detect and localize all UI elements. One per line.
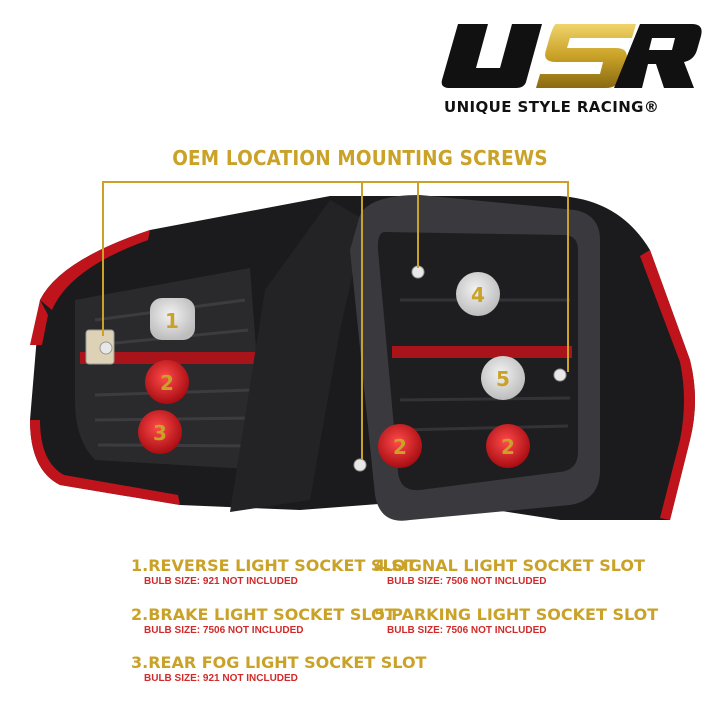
legend-label: 4.SIGNAL LIGHT SOCKET SLOT — [374, 556, 645, 575]
legend-label: 5.PARKING LIGHT SOCKET SLOT — [374, 605, 659, 624]
legend-item-1: 1.REVERSE LIGHT SOCKET SLOT BULB SIZE: 9… — [131, 556, 417, 587]
legend-label: 3.REAR FOG LIGHT SOCKET SLOT — [131, 653, 427, 672]
mounting-screws — [85, 265, 567, 472]
slot-number-2-center: 2 — [393, 435, 407, 459]
slot-number-2-right: 2 — [501, 435, 515, 459]
socket-slot-2-center: 2 — [378, 424, 422, 468]
lens-strip-bottom — [30, 420, 180, 505]
socket-slot-4: 4 — [456, 272, 500, 316]
callout-lines — [102, 181, 569, 460]
lens-strip-right — [640, 250, 695, 520]
callout-title: OEM LOCATION MOUNTING SCREWS — [172, 146, 548, 170]
slot-number-3: 3 — [153, 421, 167, 445]
legend-label: 1.REVERSE LIGHT SOCKET SLOT — [131, 556, 417, 575]
socket-slot-3: 3 — [138, 410, 182, 454]
legend-bulb-size: BULB SIZE: 7506 NOT INCLUDED — [144, 625, 304, 636]
screw-bottom — [353, 458, 367, 472]
legend-bulb-size: BULB SIZE: 921 NOT INCLUDED — [144, 673, 298, 684]
usr-logo-mark — [441, 24, 702, 88]
lens-strip-left — [40, 230, 150, 310]
slot-number-1: 1 — [165, 309, 179, 333]
socket-slot-2-left: 2 — [145, 360, 189, 404]
legend-item-2: 2.BRAKE LIGHT SOCKET SLOT BULB SIZE: 750… — [131, 605, 396, 636]
legend-bulb-size: BULB SIZE: 7506 NOT INCLUDED — [387, 576, 547, 587]
socket-slot-5: 5 — [481, 356, 525, 400]
slot-number-4: 4 — [471, 283, 485, 307]
legend-item-5: 5.PARKING LIGHT SOCKET SLOT BULB SIZE: 7… — [374, 605, 658, 636]
slot-number-5: 5 — [496, 367, 510, 391]
socket-slot-1: 1 — [150, 298, 195, 340]
legend-bulb-size: BULB SIZE: 7506 NOT INCLUDED — [387, 625, 547, 636]
socket-slot-2-right: 2 — [486, 424, 530, 468]
screw-right — [553, 368, 567, 382]
brand-logo: UNIQUE STYLE RACING® — [436, 20, 704, 116]
legend-bulb-size: BULB SIZE: 921 NOT INCLUDED — [144, 576, 298, 587]
legend-item-4: 4.SIGNAL LIGHT SOCKET SLOT BULB SIZE: 75… — [374, 556, 645, 587]
slot-number-2-left: 2 — [160, 371, 174, 395]
screw-left — [99, 341, 113, 355]
legend-label: 2.BRAKE LIGHT SOCKET SLOT — [131, 605, 396, 624]
legend-item-3: 3.REAR FOG LIGHT SOCKET SLOT BULB SIZE: … — [131, 653, 426, 684]
brand-tagline: UNIQUE STYLE RACING® — [444, 98, 660, 116]
